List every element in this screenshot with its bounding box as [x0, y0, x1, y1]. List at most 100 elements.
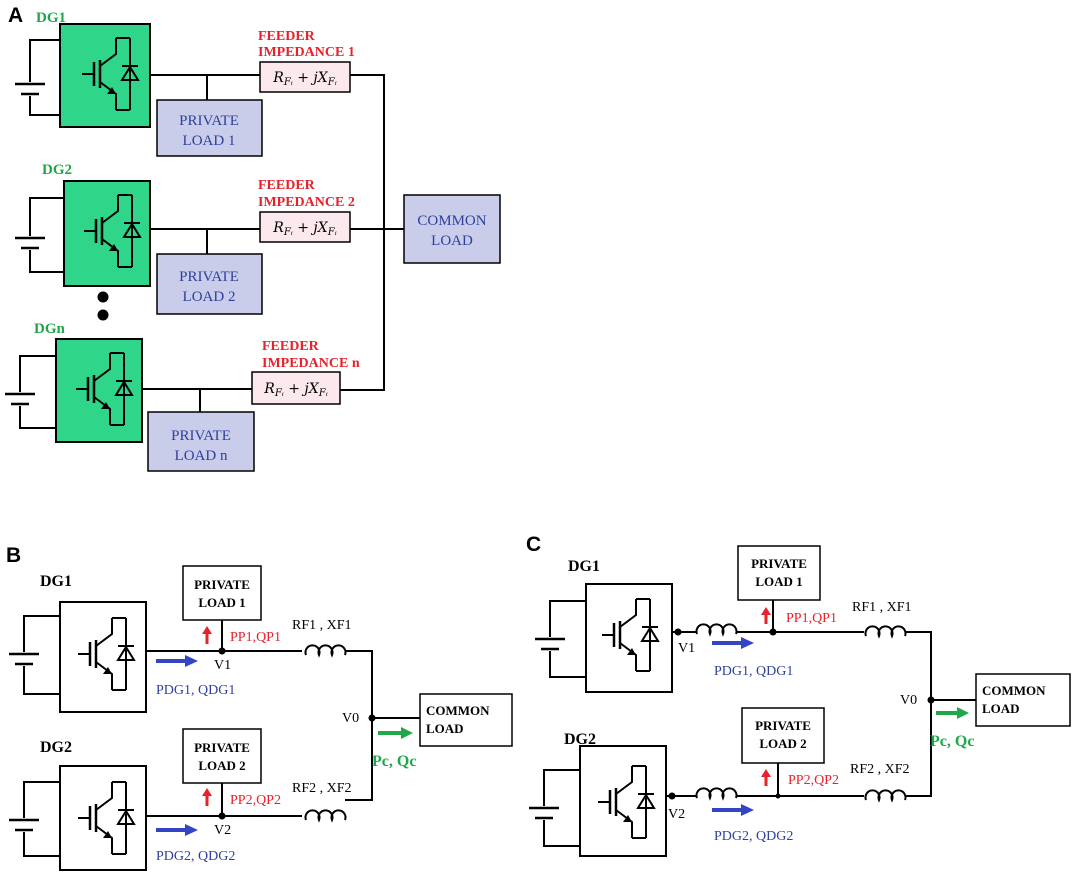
panel-c-red-arrow-icon [761, 607, 771, 624]
svg-text:RFᵢ + jXFᵢ: RFᵢ + jXFᵢ [263, 381, 327, 399]
panel-c-private-load-1: PRIVATE LOAD 1 [737, 545, 821, 601]
panel-b-red-arrow-icon [202, 626, 212, 644]
panel-b-pdg1-label: PDG1, QDG1 [156, 683, 235, 698]
panel-c-v1-label: V1 [678, 641, 695, 656]
panel-b-common-load: COMMON LOAD [419, 693, 513, 747]
panel-b-pc-label: Pc, Qc [372, 753, 416, 770]
svg-text:LOAD: LOAD [982, 701, 1020, 716]
panel-a-private-load-n: PRIVATE LOAD n [147, 411, 255, 472]
panel-c-green-arrow-icon [936, 707, 969, 719]
svg-text:PRIVATE: PRIVATE [755, 718, 811, 733]
svg-text:COMMON: COMMON [417, 213, 486, 229]
panel-b-green-arrow-icon [378, 727, 413, 739]
panel-c-pdg2-label: PDG2, QDG2 [714, 829, 793, 844]
svg-text:LOAD: LOAD [426, 721, 464, 736]
panel-c-pc-label: Pc, Qc [930, 733, 974, 750]
svg-text:RFᵢ + jXFᵢ: RFᵢ + jXFᵢ [272, 220, 336, 238]
panel-a-feeder-label-n: FEEDER [262, 339, 320, 354]
panel-a-private-load-1: PRIVATE LOAD 1 [156, 99, 263, 157]
panel-c-pdg1-label: PDG1, QDG1 [714, 664, 793, 679]
svg-text:PRIVATE: PRIVATE [171, 428, 231, 444]
svg-text:LOAD 1: LOAD 1 [183, 133, 236, 149]
panel-a-feeder-label-2b: IMPEDANCE 2 [258, 195, 355, 210]
svg-text:PRIVATE: PRIVATE [194, 577, 250, 592]
panel-a-dg2-source [13, 197, 64, 273]
panel-a-feeder-label-1b: IMPEDANCE 1 [258, 45, 355, 60]
panel-b-dg2-inverter [59, 765, 147, 871]
panel-b-v1-label: V1 [214, 658, 231, 673]
panel-c-v0-label: V0 [900, 693, 917, 708]
panel-b-private-load-1: PRIVATE LOAD 1 [182, 565, 262, 621]
panel-b-v0-label: V0 [342, 711, 359, 726]
panel-a-impedance-1: RFᵢ + jXFᵢ [259, 61, 351, 93]
panel-b-inductor-2-icon [304, 809, 347, 821]
panel-c-pp2-label: PP2,QP2 [788, 773, 839, 788]
panel-c-inductor-1-icon [864, 625, 907, 637]
svg-text:LOAD: LOAD [431, 233, 473, 249]
panel-c-inductor-dg1-icon [695, 623, 738, 635]
svg-text:RFᵢ + jXFᵢ: RFᵢ + jXFᵢ [272, 70, 336, 88]
svg-text:LOAD 2: LOAD 2 [759, 736, 806, 751]
panel-b-rf1-label: RF1 , XF1 [292, 618, 352, 633]
panel-c-private-load-2: PRIVATE LOAD 2 [741, 707, 825, 764]
panel-a-ellipsis-dot [97, 309, 109, 321]
panel-b-dg1-inverter [59, 601, 147, 713]
panel-c-dg2-label: DG2 [564, 731, 596, 748]
panel-c-red-arrow-icon [761, 769, 771, 786]
svg-text:LOAD 2: LOAD 2 [198, 758, 245, 773]
panel-a-dgn-source [3, 355, 56, 429]
panel-b-private-load-2: PRIVATE LOAD 2 [182, 728, 262, 784]
panel-b-rf2-label: RF2 , XF2 [292, 781, 352, 796]
svg-text:PRIVATE: PRIVATE [194, 740, 250, 755]
panel-b-dg1-label: DG1 [40, 573, 72, 590]
panel-b-red-arrow-icon [202, 788, 212, 806]
svg-text:PRIVATE: PRIVATE [751, 556, 807, 571]
panel-c-blue-arrow-icon [712, 637, 754, 649]
panel-a-private-load-2: PRIVATE LOAD 2 [156, 253, 263, 315]
svg-text:LOAD 1: LOAD 1 [198, 595, 245, 610]
panel-b-dg2-source [7, 781, 60, 857]
svg-text:LOAD 2: LOAD 2 [183, 289, 236, 305]
panel-a-impedance-n: RFᵢ + jXFᵢ [251, 371, 341, 405]
panel-b-pp2-label: PP2,QP2 [230, 793, 281, 808]
svg-text:LOAD n: LOAD n [175, 448, 228, 464]
panel-c-v2-label: V2 [668, 807, 685, 822]
panel-c-pp1-label: PP1,QP1 [786, 611, 837, 626]
panel-b-pp1-label: PP1,QP1 [230, 630, 281, 645]
panel-b-v2-label: V2 [214, 823, 231, 838]
panel-a-dg2-inverter [63, 180, 151, 287]
panel-c-dg1-source [533, 600, 586, 678]
panel-a-letter: A [8, 4, 23, 27]
panel-b-pdg2-label: PDG2, QDG2 [156, 849, 235, 864]
svg-text:COMMON: COMMON [982, 683, 1046, 698]
panel-a-dgn-label: DGn [34, 321, 66, 337]
panel-b-dg2-label: DG2 [40, 739, 72, 756]
panel-a-common-load: COMMON LOAD [403, 194, 501, 264]
svg-text:PRIVATE: PRIVATE [179, 113, 239, 129]
panel-a-feeder-label-2: FEEDER [258, 178, 316, 193]
panel-a-impedance-2: RFᵢ + jXFᵢ [259, 211, 351, 243]
panel-c-rf2-label: RF2 , XF2 [850, 762, 910, 777]
panel-c-dg2-source [527, 769, 580, 847]
panel-a-feeder-label-1: FEEDER [258, 29, 316, 44]
panel-b-letter: B [6, 544, 21, 567]
panel-c-blue-arrow-icon [712, 804, 754, 816]
panel-a-dg1-source [13, 39, 60, 116]
panel-c-inductor-2-icon [864, 789, 907, 801]
panel-c-dg2-inverter [579, 745, 667, 857]
panel-c-rf1-label: RF1 , XF1 [852, 600, 912, 615]
panel-a-dg2-label: DG2 [42, 162, 72, 178]
panel-c-common-load: COMMON LOAD [975, 673, 1071, 727]
panel-c-letter: C [526, 533, 541, 556]
panel-b-inductor-1-icon [304, 644, 347, 656]
panel-a-dgn-inverter [55, 338, 143, 443]
panel-b-blue-arrow-icon [156, 824, 198, 836]
svg-text:LOAD 1: LOAD 1 [755, 574, 802, 589]
svg-text:COMMON: COMMON [426, 703, 490, 718]
panel-c-inductor-dg2-icon [695, 787, 738, 799]
panel-b-blue-arrow-icon [156, 655, 198, 667]
panel-c-dg1-label: DG1 [568, 558, 600, 575]
svg-text:PRIVATE: PRIVATE [179, 269, 239, 285]
panel-c-dg1-inverter [585, 583, 673, 693]
